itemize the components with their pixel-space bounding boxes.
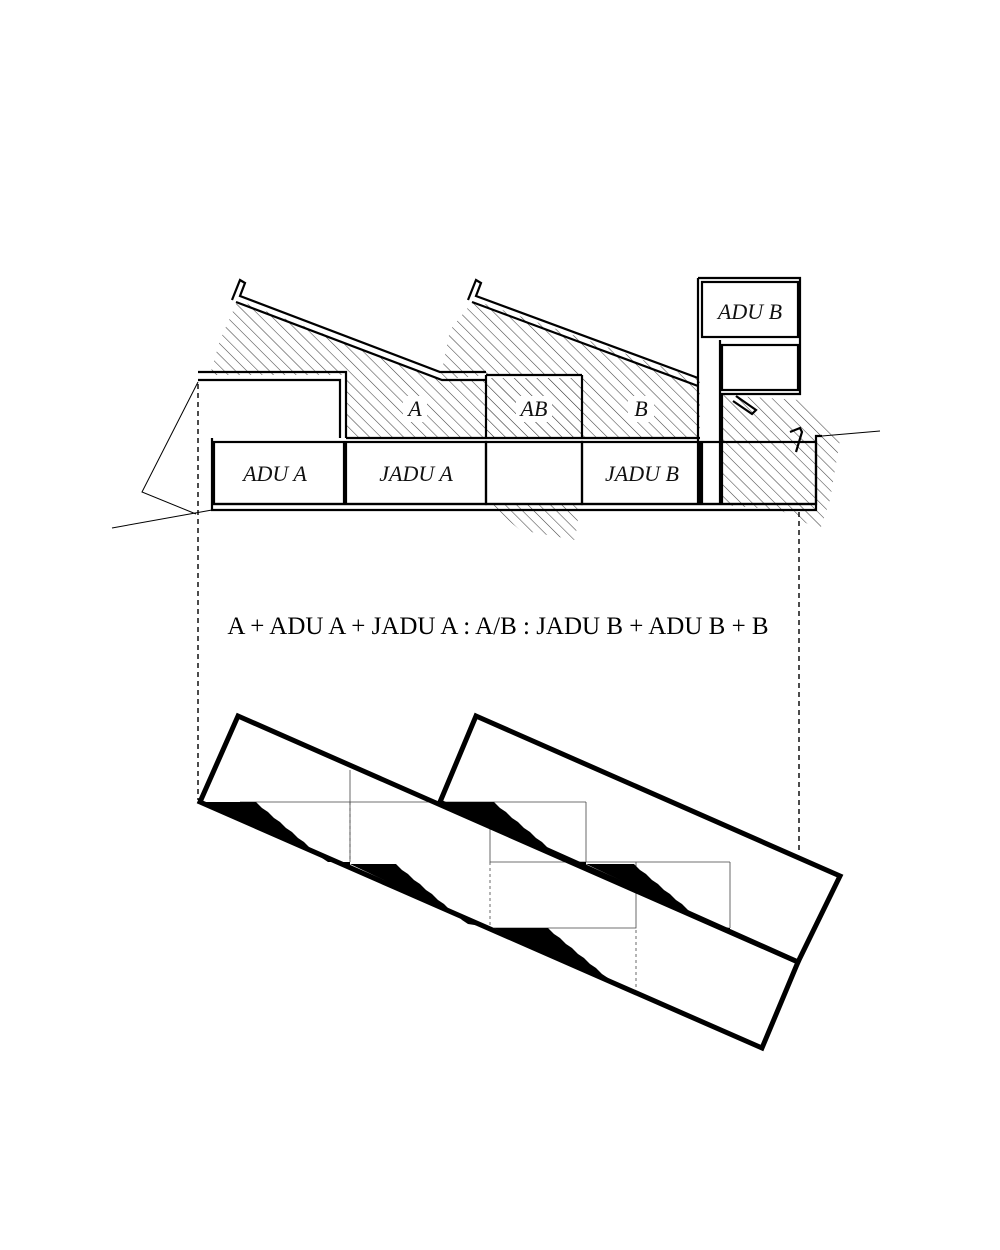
room-middle bbox=[484, 440, 584, 506]
label-adu-b-text: ADU B bbox=[716, 299, 782, 324]
roof-a bbox=[230, 278, 486, 374]
unit-equation: A + ADU A + JADU A : A/B : JADU B + ADU … bbox=[227, 613, 768, 640]
room-adu-b bbox=[700, 280, 800, 339]
label-jadu-a-text: JADU A bbox=[379, 461, 453, 486]
upper-floor bbox=[198, 370, 348, 438]
label-b-text: B bbox=[634, 396, 647, 421]
unit-bar-a bbox=[196, 712, 802, 1052]
label-adu-a: ADU A bbox=[236, 460, 314, 486]
label-ab: AB bbox=[516, 396, 552, 422]
grid-lines bbox=[240, 770, 731, 990]
roof-b-under bbox=[471, 300, 699, 388]
unit-stack-diagram bbox=[196, 712, 844, 1052]
hatch-field-right bbox=[720, 395, 840, 530]
guide-line-left bbox=[141, 381, 199, 515]
base-slab bbox=[210, 434, 822, 512]
roof-a-under bbox=[235, 300, 486, 382]
label-jadu-b: JADU B bbox=[596, 460, 688, 486]
label-a-text: A bbox=[406, 396, 422, 421]
building-section: ADU B A AB B ADU A JADU A JADU B bbox=[111, 276, 881, 540]
label-jadu-a: JADU A bbox=[370, 460, 462, 486]
ground-left bbox=[111, 509, 213, 529]
label-adu-a-text: ADU A bbox=[241, 461, 307, 486]
label-ab-text: AB bbox=[519, 396, 548, 421]
stair-shaft bbox=[700, 440, 722, 506]
label-b: B bbox=[628, 396, 654, 422]
label-adu-b: ADU B bbox=[708, 298, 792, 324]
label-a: A bbox=[403, 396, 427, 422]
upper-walls bbox=[346, 373, 700, 440]
ground-right bbox=[821, 430, 881, 437]
room-adu-b-lower bbox=[720, 343, 800, 392]
tower-wall bbox=[696, 276, 802, 504]
roof-b bbox=[466, 278, 699, 380]
unit-bar-b bbox=[436, 712, 844, 966]
hatch-field-below bbox=[490, 505, 580, 540]
right-stub bbox=[789, 426, 804, 453]
label-jadu-b-text: JADU B bbox=[605, 461, 679, 486]
tower-stub bbox=[732, 395, 758, 416]
